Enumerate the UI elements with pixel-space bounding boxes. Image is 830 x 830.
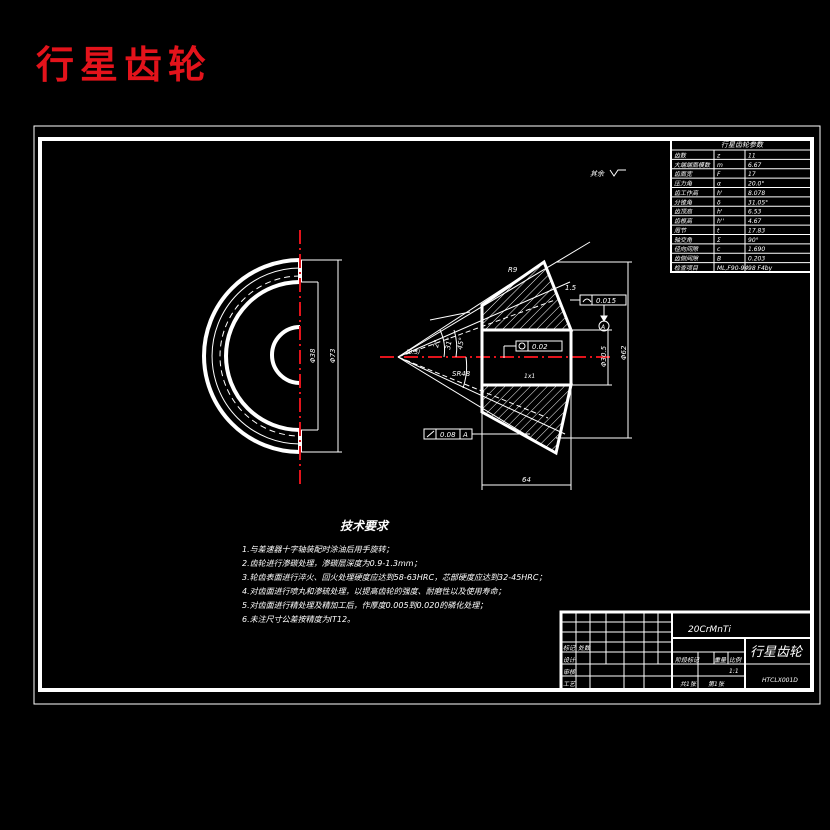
parameter-cell: 1.690 bbox=[748, 246, 765, 253]
parameter-cell: h'' bbox=[717, 218, 724, 225]
parameter-cell: 17 bbox=[748, 171, 756, 178]
dim-slant: SR48 bbox=[452, 370, 471, 378]
parameter-cell: Σ bbox=[717, 237, 721, 244]
surface-roughness-mark: 其余 bbox=[590, 169, 626, 178]
tolerance-bottom-value: 0.08 bbox=[440, 431, 456, 439]
parameter-table-title: 行星齿轮参数 bbox=[721, 141, 764, 149]
scale-value: 1:1 bbox=[729, 668, 739, 675]
parameter-cell: 齿数 bbox=[674, 151, 687, 159]
parameter-cell: 径向间隙 bbox=[674, 245, 699, 253]
parameter-cell: z bbox=[716, 152, 721, 159]
parameter-cell: 4.67 bbox=[748, 218, 762, 225]
parameter-cell: 轴交角 bbox=[674, 236, 693, 244]
left-view bbox=[202, 230, 342, 485]
design-label: 设计 bbox=[563, 656, 576, 664]
sheets-label: 共1张 bbox=[680, 681, 697, 688]
section-view bbox=[380, 241, 632, 490]
cone-angle-1: 2° bbox=[432, 339, 441, 348]
parameter-cell: δ bbox=[717, 199, 721, 206]
tech-requirement-3: 3.轮齿表面进行淬火、回火处理硬度应达到58-63HRC，芯部硬度应达到32-4… bbox=[242, 573, 546, 582]
parameter-cell: 8.078 bbox=[748, 190, 765, 197]
parameter-cell: 大端端面模数 bbox=[674, 161, 711, 169]
parameter-cell: t bbox=[717, 227, 720, 234]
parameter-cell: 0.203 bbox=[748, 256, 765, 263]
parameter-cell: 检查项目 bbox=[674, 264, 699, 272]
tech-requirement-6: 6.未注尺寸公差按精度为IT12。 bbox=[242, 615, 355, 624]
dim-bottom-small: 1x1 bbox=[524, 373, 535, 380]
place-label: 处数 bbox=[578, 644, 591, 652]
parameter-cell: 齿侧间隙 bbox=[674, 255, 699, 263]
dim-angle-top: R9 bbox=[508, 266, 518, 274]
weight-label: 重量 bbox=[714, 657, 727, 664]
parameter-cell: 压力角 bbox=[674, 180, 693, 188]
dim-phi-inner: Φ38 bbox=[309, 348, 317, 363]
parameter-cell: α bbox=[717, 181, 721, 188]
parameter-cell: 17.83 bbox=[748, 227, 765, 234]
tech-requirement-2: 2.齿轮进行渗碳处理，渗碳层深度为0.9-1.3mm； bbox=[242, 559, 422, 568]
check-label: 审核 bbox=[563, 668, 576, 676]
tolerance-bottom-datum: A bbox=[462, 431, 468, 439]
stage-mark-label: 阶段标记 bbox=[675, 656, 700, 664]
parameter-cell: 20.0° bbox=[748, 181, 764, 188]
cone-angle-3: 45° bbox=[456, 337, 466, 351]
parameter-cell: 90° bbox=[748, 237, 759, 244]
surface-mark-label: 其余 bbox=[590, 170, 605, 178]
parameter-cell: 齿面宽 bbox=[674, 170, 693, 178]
parameter-cell: B bbox=[717, 256, 721, 263]
dim-width: 64 bbox=[522, 476, 531, 484]
dim-left-small: (0.5) bbox=[406, 349, 420, 356]
page-title: 行星齿轮 bbox=[36, 42, 213, 87]
datum-label: A bbox=[600, 324, 605, 331]
tolerance-frame-top bbox=[570, 294, 627, 332]
parameter-cell: 周节 bbox=[674, 226, 687, 234]
scale-label: 比例 bbox=[729, 656, 742, 664]
parameter-table: 齿数 z 11 大端端面模数 m 6.67 齿面宽 F 17 压力角 α 20.0° 齿工作高 h' 8.0… bbox=[670, 138, 813, 273]
parameter-cell: 齿根高 bbox=[674, 217, 693, 225]
parameter-cell: m bbox=[717, 162, 723, 169]
tech-requirement-5: 5.对齿面进行精处理及精加工后，作厚度0.005到0.020的磷化处理； bbox=[242, 601, 487, 610]
process-label: 工艺 bbox=[563, 680, 576, 688]
outer-frame bbox=[33, 125, 821, 705]
parameter-cell: 分锥角 bbox=[674, 198, 693, 206]
dim-phi-right: Φ62 bbox=[620, 345, 628, 360]
parameter-cell: F bbox=[717, 171, 721, 178]
cone-angle-2: 31° bbox=[444, 337, 454, 351]
parameter-cell: 齿顶高 bbox=[674, 208, 693, 216]
material-label: 20CrMnTi bbox=[688, 625, 731, 635]
parameter-cell: 6.53 bbox=[748, 209, 762, 216]
dim-phi-outer: Φ73 bbox=[329, 349, 337, 363]
parameter-cell: c bbox=[717, 246, 721, 253]
parameter-cell: 6.67 bbox=[748, 162, 762, 169]
parameter-cell: h' bbox=[717, 190, 723, 197]
parameter-cell: h' bbox=[717, 209, 723, 216]
dim-c1: 1.5 bbox=[565, 284, 577, 292]
part-name-label: 行星齿轮 bbox=[750, 645, 804, 660]
mark-label: 标记 bbox=[563, 644, 576, 652]
dim-phi-center: Φ30.5 bbox=[600, 345, 608, 367]
sheet-number-label: 第1张 bbox=[708, 680, 725, 688]
parameter-cell: 31.05° bbox=[748, 199, 768, 206]
tolerance-middle-value: 0.02 bbox=[532, 343, 548, 351]
tolerance-frame-middle bbox=[503, 340, 563, 358]
tolerance-top-value: 0.015 bbox=[596, 297, 617, 305]
parameter-cell: ML,F90-94 bbox=[717, 265, 748, 272]
parameter-cell: 98 F4by bbox=[748, 265, 773, 272]
tech-requirements-title: 技术要求 bbox=[340, 519, 390, 533]
parameter-cell: 齿工作高 bbox=[674, 189, 699, 197]
title-block bbox=[559, 610, 814, 692]
inner-frame bbox=[38, 137, 814, 692]
parameter-cell: 11 bbox=[748, 152, 756, 159]
tech-requirement-1: 1.与差速器十字轴装配时涂油后用手旋转； bbox=[242, 545, 394, 554]
parameter-table-rows: 齿数 z 11 大端端面模数 m 6.67 齿面宽 F 17 压力角 α 20.0° 齿工作高 h' 8.0… bbox=[671, 149, 812, 273]
drawing-number-label: HTCLX001D bbox=[762, 677, 798, 684]
tech-requirement-4: 4.对齿面进行喷丸和渗硫处理，以提高齿轮的强度、耐磨性以及使用寿命； bbox=[242, 587, 506, 596]
tolerance-frame-bottom bbox=[423, 428, 530, 440]
